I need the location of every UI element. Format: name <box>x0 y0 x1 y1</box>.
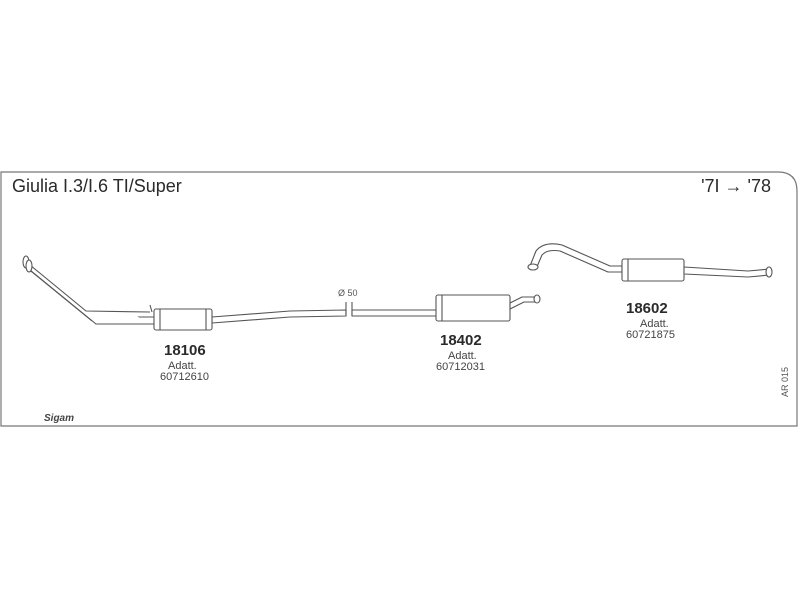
diagram-frame <box>0 171 798 427</box>
rear-silencer-18602 <box>527 243 773 282</box>
front-silencer-18106 <box>153 308 347 331</box>
part-adapter-label: Adatt. <box>640 318 669 330</box>
part-adapter-code: 60712610 <box>160 371 209 383</box>
manifold-pipes <box>22 255 154 325</box>
part-code: 18602 <box>626 300 668 317</box>
part-adapter-label: Adatt. <box>448 350 477 362</box>
part-adapter-code: 60721875 <box>626 329 675 341</box>
middle-silencer-18402 <box>351 294 541 322</box>
vehicle-title: Giulia I.3/I.6 TI/Super <box>12 176 182 196</box>
exhaust-diagram-panel: Giulia I.3/I.6 TI/Super '7I → '78 Ø 50 1… <box>0 171 799 427</box>
pipe-diameter-label: Ø 50 <box>338 288 358 298</box>
part-code: 18106 <box>164 342 206 359</box>
year-range: '7I → '78 <box>701 176 771 196</box>
diameter-marker <box>345 302 353 316</box>
brand-logo: Sigam <box>44 413 75 424</box>
exhaust-drawing <box>0 171 798 427</box>
part-adapter-code: 60712031 <box>436 361 485 373</box>
part-adapter-label: Adatt. <box>168 360 197 372</box>
reference-code: AR 015 <box>780 366 790 397</box>
part-code: 18402 <box>440 332 482 349</box>
